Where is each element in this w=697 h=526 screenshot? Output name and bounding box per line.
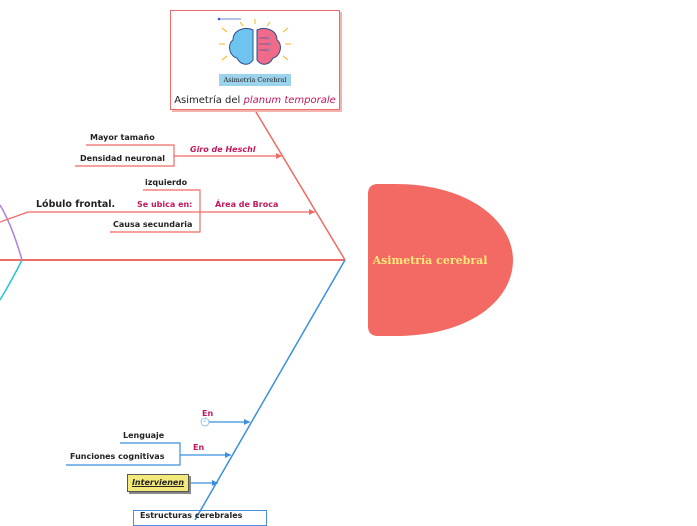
caption-prefix: Asimetría del [174,95,244,106]
lenguaje-bracket [66,442,181,466]
giro-label[interactable]: Giro de Heschl [190,145,256,154]
topic-lenguaje[interactable]: Lenguaje [123,431,165,440]
intervienen-box[interactable]: Intervienen [127,474,189,492]
purple-branch [0,204,23,261]
topic-mayor-tamano[interactable]: Mayor tamaño [90,133,155,142]
arrowhead [244,419,250,425]
broca-label[interactable]: Área de Broca [215,200,279,209]
arrowhead [225,452,231,458]
cyan-branch [0,259,23,301]
topic-lobulo-frontal[interactable]: Lóbulo frontal. [36,199,116,210]
lower-diagonal [194,259,346,520]
brain-badge: Asimetría Cerebral [219,74,291,86]
image-caption: Asimetría del planum temporale [171,95,339,106]
topic-se-ubica-en[interactable]: Se ubica en: [137,200,193,209]
arrowhead [309,209,315,215]
giro-bracket [75,144,175,167]
brain-icon [217,17,291,65]
central-topic-shape[interactable] [368,184,513,336]
arrowhead [276,153,282,159]
brain-image-card[interactable]: Asimetría Cerebral Asimetría del planum … [170,10,340,110]
en-badge-circle [200,417,210,427]
arrowhead [212,480,218,486]
topic-izquierdo[interactable]: izquierdo [145,178,188,187]
topic-funciones-cognitivas[interactable]: Funciones cognitivas [70,452,165,461]
lobulo-tail [0,211,29,223]
caption-emphasis: planum temporale [243,95,336,106]
upper-diagonal [255,111,346,261]
topic-densidad-neuronal[interactable]: Densidad neuronal [80,154,165,163]
central-topic-label[interactable]: Asimetría cerebral [372,254,488,267]
topic-causa-secundaria[interactable]: Causa secundaria [113,220,193,229]
en-label-2[interactable]: En [193,443,205,452]
estructuras-box[interactable]: Estructuras cerebrales [133,510,267,526]
broca-bracket [110,189,201,233]
en-badge: 2 [203,418,207,424]
en-label-1[interactable]: En [202,409,214,418]
